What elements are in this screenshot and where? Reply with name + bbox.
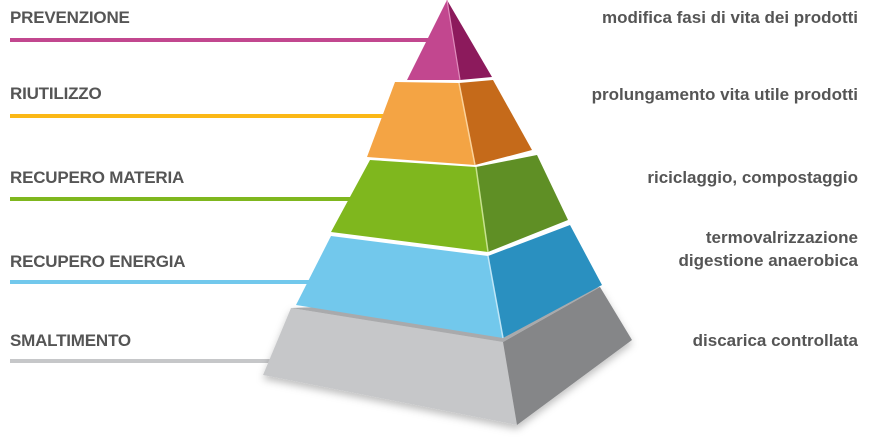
level-description-recupero-energia-line1: termovalrizzazione [705,228,858,247]
pyramid-tier-recupero-energia [296,225,602,339]
pyramid-tier-recupero-materia [331,155,568,253]
level-label-riutilizzo: RIUTILIZZO [10,84,102,103]
level-description-recupero-energia-line2: digestione anaerobica [678,251,859,270]
level-description-smaltimento: discarica controllata [692,331,858,350]
level-label-smaltimento: SMALTIMENTO [10,331,131,350]
level-description-riutilizzo: prolungamento vita utile prodotti [591,85,858,104]
pyramid-tier-prevenzione [407,0,492,81]
level-label-recupero-energia: RECUPERO ENERGIA [10,252,186,271]
level-label-recupero-materia: RECUPERO MATERIA [10,168,185,187]
level-description-recupero-materia: riciclaggio, compostaggio [647,168,858,187]
pyramid-tier-riutilizzo [367,80,532,166]
level-label-prevenzione: PREVENZIONE [10,8,130,27]
level-description-prevenzione: modifica fasi di vita dei prodotti [602,8,858,27]
